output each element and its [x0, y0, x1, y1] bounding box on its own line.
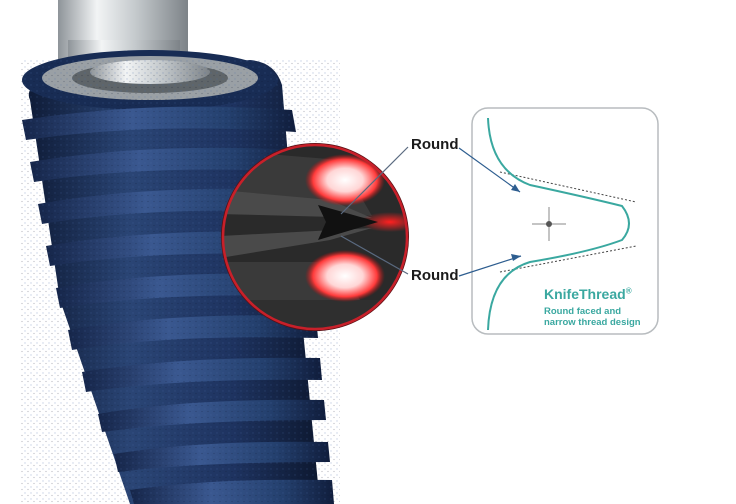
profile-guide-bottom: [499, 245, 637, 273]
zoom-ring: [221, 143, 409, 331]
thread-zoom-lens: [221, 143, 409, 331]
brand-description-line-2: narrow thread design: [544, 317, 641, 328]
brand-description: Round faced and narrow thread design: [544, 306, 654, 328]
callout-line-bottom: [340, 235, 409, 275]
dental-implant: [20, 0, 340, 504]
profile-guide-top: [499, 171, 637, 203]
brand-name: KnifeThread: [544, 286, 626, 302]
profile-arrow-bottom: [458, 255, 522, 277]
knifethread-brand: KnifeThread®: [544, 286, 632, 302]
callout-label-round-bottom: Round: [411, 267, 459, 284]
brand-description-line-1: Round faced and: [544, 306, 622, 317]
registered-mark: ®: [625, 286, 632, 296]
callout-label-round-top: Round: [411, 136, 459, 153]
profile-arrow-top: [458, 147, 521, 193]
thread-profile-curve: [487, 117, 630, 331]
callout-line-top: [340, 146, 409, 215]
thread-profile-card: [458, 107, 659, 335]
crosshair-icon: [532, 207, 566, 241]
